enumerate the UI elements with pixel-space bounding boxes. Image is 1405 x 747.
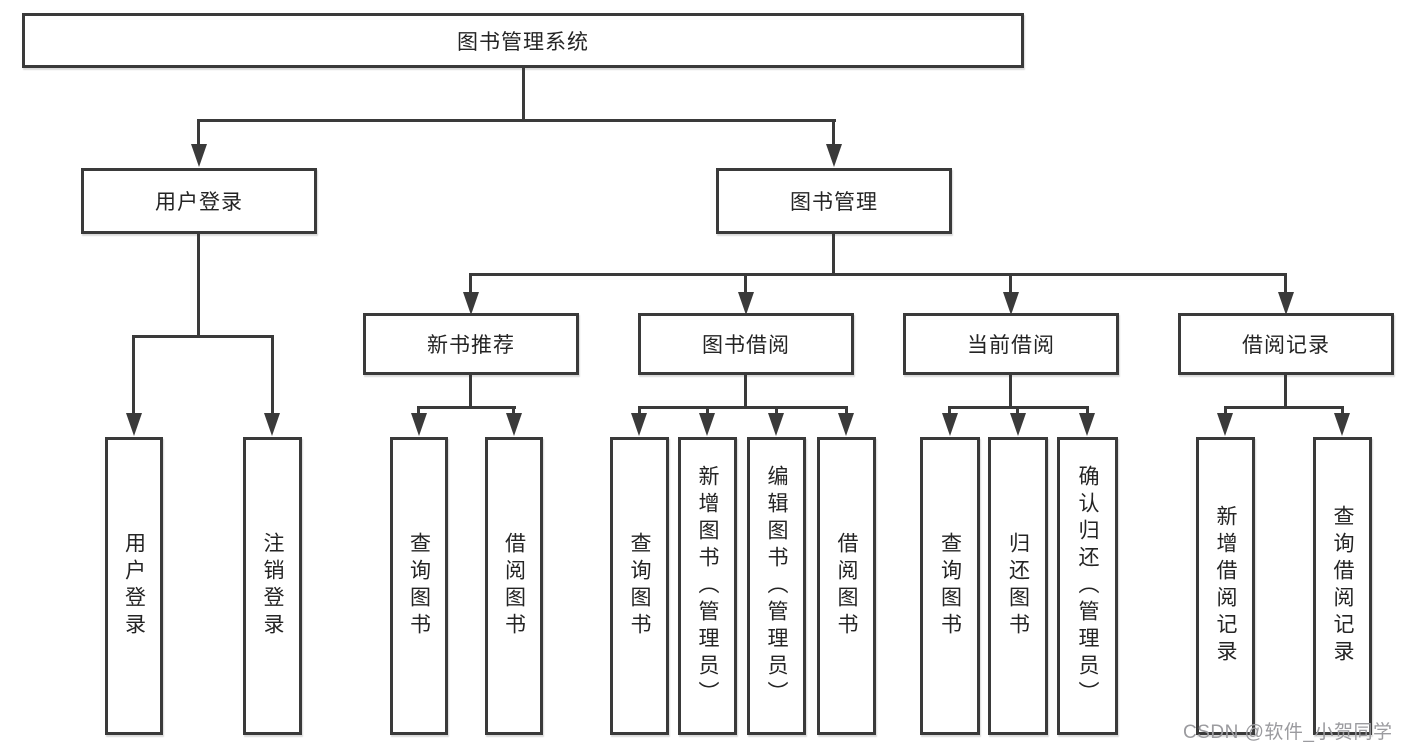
connector-drop [1086, 406, 1089, 415]
connector-new-book-stem [469, 375, 472, 408]
node-label: 新增图书（管理员） [696, 464, 720, 708]
arrow-down-icon [738, 292, 754, 315]
connector-borrow-records-branch [1224, 406, 1344, 409]
arrow-down-icon [1278, 292, 1294, 315]
arrow-down-icon [463, 292, 479, 315]
connector-drop [638, 406, 641, 415]
connector-drop [1341, 406, 1344, 415]
leaf-borrow-books-recommend: 借阅图书 [485, 437, 543, 735]
leaf-add-books-admin: 新增图书（管理员） [678, 437, 737, 735]
node-label: 借阅记录 [1242, 334, 1330, 357]
arrow-down-icon [411, 413, 427, 436]
arrow-down-icon [1010, 413, 1026, 436]
node-label: 用户登录 [155, 191, 243, 214]
connector-drop [706, 406, 709, 415]
connector-drop-new-book [469, 273, 472, 294]
connector-book-borrowing-branch [638, 406, 848, 409]
connector-current-borrowing-stem [1009, 375, 1012, 408]
node-label: 新增借阅记录 [1214, 505, 1238, 667]
leaf-query-books-current: 查询图书 [920, 437, 980, 735]
connector-book-management-branch [469, 273, 1287, 276]
connector-drop-leaf-user-login [132, 335, 135, 415]
leaf-edit-books-admin: 编辑图书（管理员） [747, 437, 806, 735]
connector-root-stem [522, 68, 525, 121]
leaf-user-login: 用户登录 [105, 437, 163, 735]
connector-borrow-records-stem [1284, 375, 1287, 408]
arrow-down-icon [826, 144, 842, 167]
node-borrowing-records: 借阅记录 [1178, 313, 1394, 375]
node-label: 查询图书 [407, 532, 431, 640]
node-current-borrowing: 当前借阅 [903, 313, 1119, 375]
arrow-down-icon [506, 413, 522, 436]
connector-book-borrowing-stem [744, 375, 747, 408]
node-book-borrowing: 图书借阅 [638, 313, 854, 375]
connector-root-branch [197, 119, 836, 122]
arrow-down-icon [768, 413, 784, 436]
connector-drop [948, 406, 951, 415]
arrow-down-icon [264, 413, 280, 436]
arrow-down-icon [1079, 413, 1095, 436]
leaf-borrow-books-borrowing: 借阅图书 [817, 437, 876, 735]
node-label: 归还图书 [1006, 532, 1030, 640]
leaf-return-books: 归还图书 [988, 437, 1048, 735]
node-label: 查询图书 [938, 532, 962, 640]
node-book-management: 图书管理 [716, 168, 952, 234]
node-label: 借阅图书 [835, 532, 859, 640]
connector-book-management-stem [832, 234, 835, 276]
node-label: 借阅图书 [502, 532, 526, 640]
connector-user-login-branch [132, 335, 274, 338]
connector-new-book-branch [417, 406, 516, 409]
node-label: 用户登录 [122, 532, 146, 640]
connector-drop [1224, 406, 1227, 415]
leaf-confirm-return-admin: 确认归还（管理员） [1057, 437, 1118, 735]
node-new-book-recommendation: 新书推荐 [363, 313, 579, 375]
leaf-query-books-borrowing: 查询图书 [610, 437, 669, 735]
node-label: 图书管理系统 [457, 30, 589, 54]
arrow-down-icon [838, 413, 854, 436]
node-label: 确认归还（管理员） [1076, 464, 1100, 708]
node-label: 查询借阅记录 [1331, 505, 1355, 667]
connector-drop-leaf-logout [271, 335, 274, 415]
connector-drop [417, 406, 420, 415]
leaf-logout-login: 注销登录 [243, 437, 302, 735]
node-label: 当前借阅 [967, 334, 1055, 357]
arrow-down-icon [1334, 413, 1350, 436]
leaf-query-borrow-record: 查询借阅记录 [1313, 437, 1372, 735]
node-user-login: 用户登录 [81, 168, 317, 234]
leaf-add-borrow-record: 新增借阅记录 [1196, 437, 1255, 735]
connector-drop-book-management [832, 119, 835, 146]
arrow-down-icon [942, 413, 958, 436]
arrow-down-icon [631, 413, 647, 436]
connector-drop-user-login [197, 119, 200, 146]
leaf-query-books-recommend: 查询图书 [390, 437, 448, 735]
node-label: 注销登录 [261, 532, 285, 640]
node-label: 图书借阅 [702, 334, 790, 357]
arrow-down-icon [699, 413, 715, 436]
connector-drop [1016, 406, 1019, 415]
arrow-down-icon [126, 413, 142, 436]
connector-drop [845, 406, 848, 415]
connector-user-login-stem [197, 234, 200, 337]
arrow-down-icon [1003, 292, 1019, 315]
connector-drop [775, 406, 778, 415]
connector-drop [512, 406, 515, 415]
arrow-down-icon [191, 144, 207, 167]
node-label: 查询图书 [628, 532, 652, 640]
connector-drop-current-borrowing [1009, 273, 1012, 294]
arrow-down-icon [1217, 413, 1233, 436]
connector-drop-borrow-records [1284, 273, 1287, 294]
node-label: 编辑图书（管理员） [765, 464, 789, 708]
node-label: 新书推荐 [427, 334, 515, 357]
node-root-library-system: 图书管理系统 [22, 13, 1024, 68]
csdn-watermark: CSDN @软件_小贺同学 [1183, 722, 1393, 743]
node-label: 图书管理 [790, 191, 878, 214]
connector-drop-book-borrowing [744, 273, 747, 294]
